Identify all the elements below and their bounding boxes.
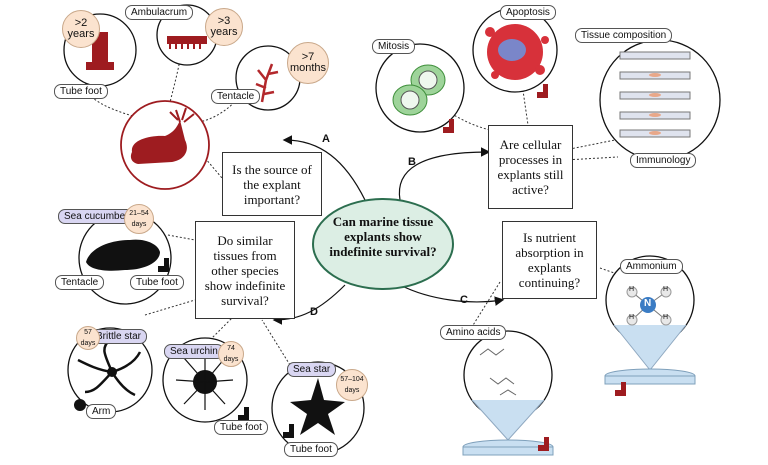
ammonium-funnel bbox=[604, 255, 696, 396]
sea-cucumber-label: Sea cucumber bbox=[58, 209, 135, 224]
tube-foot-icon bbox=[443, 119, 454, 133]
amino-acids-label: Amino acids bbox=[440, 325, 507, 340]
sea-cucumber-source-circle bbox=[120, 100, 210, 190]
arrow-letter-b: B bbox=[408, 156, 416, 168]
nitrogen-symbol: N bbox=[644, 298, 652, 309]
sea-cucumber-red-icon bbox=[130, 120, 187, 164]
immunology-label: Immunology bbox=[630, 153, 697, 168]
arrow-letter-a: A bbox=[322, 133, 330, 145]
tissue-composition-label: Tissue composition bbox=[575, 28, 673, 43]
sea-star-label: Sea star bbox=[287, 362, 337, 377]
tentacle-branch-icon bbox=[255, 63, 279, 103]
sea-urchin-label: Sea urchin bbox=[164, 344, 224, 359]
hydrogen-symbol: H bbox=[629, 286, 635, 293]
ambulacrum-icon bbox=[167, 36, 207, 44]
tube-foot-icon bbox=[615, 382, 626, 396]
sea-urchin-days-badge: 74 days bbox=[218, 341, 244, 367]
sea-cucumber-icon bbox=[86, 239, 160, 271]
sea-star-tube-foot-label: Tube foot bbox=[284, 442, 338, 457]
sea-urchin-tube-foot-label: Tube foot bbox=[214, 420, 268, 435]
arrow-letter-d: D bbox=[310, 306, 318, 318]
apoptosis-circle bbox=[472, 7, 558, 98]
nitrogen-atom bbox=[640, 297, 656, 313]
question-d-box: Do similar tissues from other species sh… bbox=[195, 221, 295, 319]
hydrogen-symbol: H bbox=[663, 314, 669, 321]
center-ellipse bbox=[312, 198, 454, 290]
brittle-star-days-badge: 57 days bbox=[76, 326, 100, 350]
brittle-star-arm-label: Arm bbox=[86, 404, 117, 419]
arrow-a bbox=[282, 135, 366, 201]
arrow-letter-c: C bbox=[460, 294, 468, 306]
sea-cucumber-tube-foot-label: Tube foot bbox=[130, 275, 184, 290]
tube-foot-icon bbox=[537, 84, 548, 98]
apoptosis-label: Apoptosis bbox=[500, 5, 556, 20]
sea-star-icon bbox=[290, 378, 345, 435]
question-b-box: Are cellular processes in explants still… bbox=[488, 125, 573, 209]
tentacle-duration-badge: >7 months bbox=[287, 42, 329, 84]
hydrogen-symbol: H bbox=[629, 314, 635, 321]
sea-star-days-badge: 57–104 days bbox=[336, 369, 368, 401]
arrow-c bbox=[399, 284, 505, 306]
ambulacrum-label: Ambulacrum bbox=[125, 5, 194, 20]
ambulacrum-duration-badge: >3 years bbox=[205, 8, 243, 46]
amino-acids-funnel bbox=[462, 330, 554, 456]
tissue-composition-circle bbox=[599, 39, 721, 161]
tube-foot-icon bbox=[158, 258, 169, 272]
tube-foot-icon bbox=[283, 424, 294, 438]
arrow-d bbox=[272, 284, 346, 325]
mitosis-label: Mitosis bbox=[372, 39, 416, 54]
sea-cucumber-tentacle-label: Tentacle bbox=[55, 275, 105, 290]
tube-foot-duration-badge: >2 years bbox=[62, 10, 100, 48]
arrow-b bbox=[398, 147, 491, 201]
tentacle-label: Tentacle bbox=[211, 89, 261, 104]
brittle-star-label: Brittle star bbox=[90, 329, 148, 344]
tube-foot-label: Tube foot bbox=[54, 84, 108, 99]
hydrogen-symbol: H bbox=[663, 286, 669, 293]
question-c-box: Is nutrient absorption in explants conti… bbox=[502, 221, 597, 299]
branch-arrows bbox=[272, 135, 505, 325]
sea-cucumber-days-badge: 21–54 days bbox=[124, 204, 154, 234]
question-a-box: Is the source of the explant important? bbox=[222, 152, 322, 216]
tube-foot-icon bbox=[538, 437, 549, 451]
center-question: Can marine tissue explants show indefini… bbox=[329, 214, 437, 259]
ammonium-label: Ammonium bbox=[620, 259, 683, 274]
mitosis-circle bbox=[375, 43, 465, 133]
tube-foot-icon bbox=[238, 407, 249, 421]
